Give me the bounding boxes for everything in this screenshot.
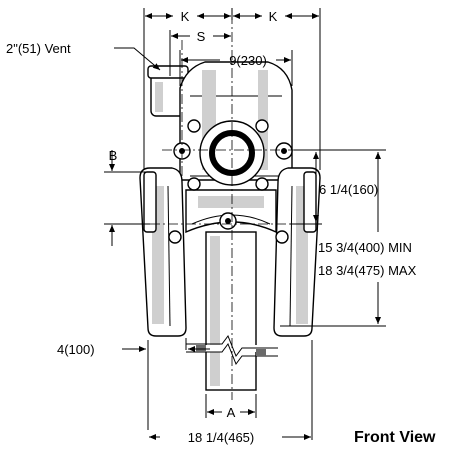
label-height-max: 18 3/4(475) MAX (318, 263, 417, 278)
label-width-bottom: 18 1/4(465) (188, 430, 255, 445)
label-b: B (109, 148, 118, 163)
center-lines (150, 14, 312, 400)
dimension-lines (104, 8, 386, 440)
label-height-mid: 6 1/4(160) (319, 182, 378, 197)
label-k-left: K (181, 9, 190, 24)
label-s: S (197, 29, 206, 44)
label-a: A (227, 405, 236, 420)
label-left-offset: 4(100) (57, 342, 95, 357)
label-width-top: 9(230) (229, 53, 267, 68)
bolts (168, 119, 293, 244)
view-title: Front View (354, 429, 436, 446)
dimension-labels: K K S 2"(51) Vent 9(230) B 6 1/4(160) 15… (6, 9, 436, 446)
label-k-right: K (269, 9, 278, 24)
label-vent: 2"(51) Vent (6, 41, 71, 56)
label-height-min: 15 3/4(400) MIN (318, 240, 412, 255)
